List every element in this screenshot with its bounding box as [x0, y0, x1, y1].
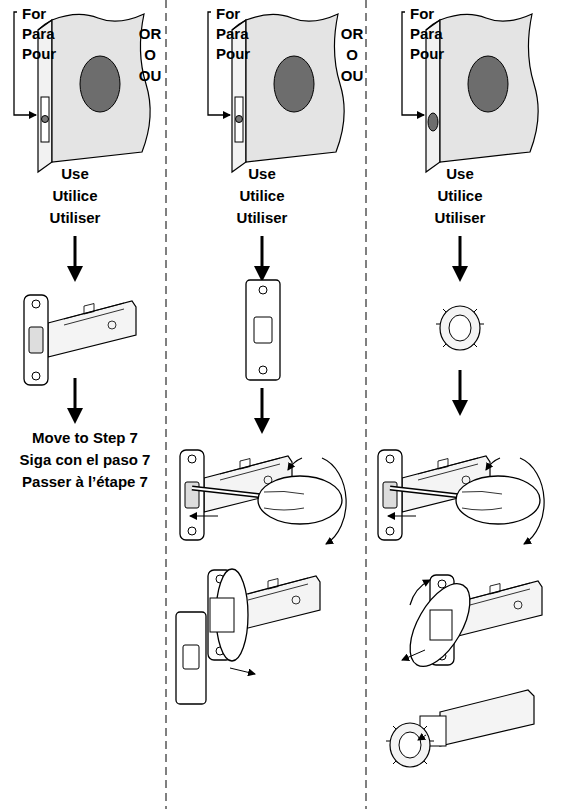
use-label: Utilice: [350, 186, 570, 206]
use-label: Use: [152, 164, 372, 184]
for-label: For: [22, 4, 46, 24]
use-label: Utiliser: [350, 208, 570, 228]
use-label: Utilice: [152, 186, 372, 206]
use-label: Utiliser: [152, 208, 372, 228]
step-note: Siga con el paso 7: [0, 450, 195, 470]
use-label: Utiliser: [0, 208, 185, 228]
for-label: Para: [410, 24, 443, 44]
for-label: For: [216, 4, 240, 24]
for-label: Pour: [22, 44, 56, 64]
for-label: Pour: [216, 44, 250, 64]
for-label: For: [410, 4, 434, 24]
for-label: Pour: [410, 44, 444, 64]
step-note: Move to Step 7: [0, 428, 195, 448]
use-label: Use: [0, 164, 185, 184]
step-note: Passer à l’étape 7: [0, 472, 195, 492]
for-label: Para: [22, 24, 55, 44]
for-label: Para: [216, 24, 249, 44]
or-label: OU: [242, 66, 462, 86]
use-label: Use: [350, 164, 570, 184]
or-label: OU: [40, 66, 260, 86]
use-label: Utilice: [0, 186, 185, 206]
